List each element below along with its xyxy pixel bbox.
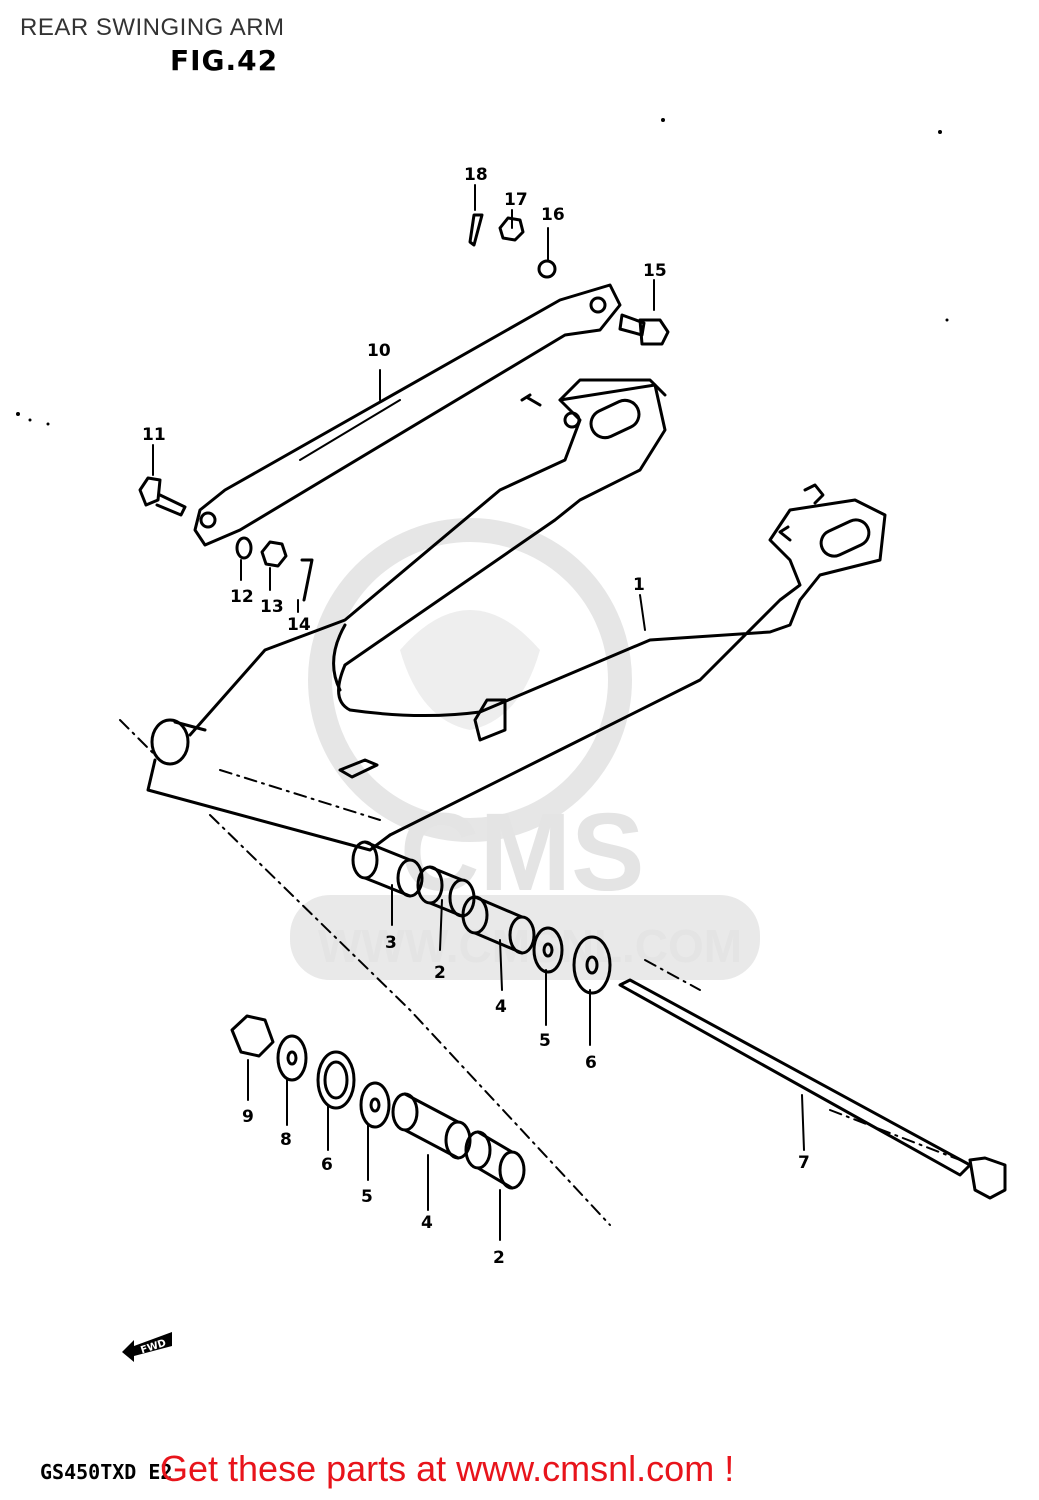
callout-labels: 1 2 2 3 4 4 5 5 6 6 7 8 9 10 11 12 13 14…: [142, 165, 810, 1268]
cotter-pin-14: [300, 558, 314, 602]
model-code: GS450TXD E2: [40, 1460, 173, 1484]
callout-3: 3: [385, 933, 397, 953]
washer-5-upper: [532, 926, 564, 974]
washer-8: [276, 1034, 308, 1082]
watermark-url-pill: [290, 895, 760, 980]
leader-lines: [152, 184, 805, 1241]
page-title: REAR SWINGING ARM: [20, 14, 285, 41]
callout-17: 17: [504, 190, 528, 210]
washer-6-upper: [572, 935, 612, 995]
callout-9: 9: [242, 1107, 254, 1127]
callout-5-upper: 5: [539, 1031, 551, 1051]
callout-1: 1: [633, 575, 645, 595]
torque-arm: [193, 283, 622, 547]
fwd-arrow-icon: FWD: [122, 1332, 172, 1362]
nut-13: [260, 540, 288, 568]
callout-7: 7: [798, 1153, 810, 1173]
spacer-3: [351, 840, 424, 898]
bolt-15: [618, 313, 670, 346]
nut-17: [498, 216, 525, 242]
callout-2-lower: 2: [493, 1248, 505, 1268]
callout-5-lower: 5: [361, 1187, 373, 1207]
callout-12: 12: [230, 587, 254, 607]
scan-specks: [16, 118, 949, 426]
nut-9: [230, 1014, 275, 1058]
callout-15: 15: [643, 261, 667, 281]
sleeve-4-lower: [391, 1092, 472, 1160]
callout-4-upper: 4: [495, 997, 507, 1017]
callout-8: 8: [280, 1130, 292, 1150]
callout-13: 13: [260, 597, 284, 617]
fwd-arrow: FWD: [118, 1318, 178, 1367]
washer-5-lower: [359, 1081, 391, 1129]
callout-14: 14: [287, 615, 311, 635]
sleeve-4-upper: [461, 895, 536, 955]
washer-16: [537, 259, 557, 279]
fwd-label: FWD: [139, 1338, 167, 1357]
watermark-logo-ring: [308, 518, 632, 842]
callout-4-lower: 4: [421, 1213, 433, 1233]
bolt-11: [138, 476, 187, 517]
bearing-2-lower: [464, 1130, 526, 1190]
watermark: CMS WWW.CMSNL.COM: [290, 518, 760, 980]
cta-link[interactable]: Get these parts at www.cmsnl.com !: [160, 1448, 735, 1489]
washer-12: [235, 536, 253, 560]
watermark-brand: CMS: [400, 791, 644, 914]
pivot-axle-7: [618, 978, 1007, 1200]
callout-18: 18: [464, 165, 488, 185]
assembly-lines: [119, 719, 961, 1226]
callout-2-upper: 2: [434, 963, 446, 983]
callout-11: 11: [142, 425, 166, 445]
callout-16: 16: [541, 205, 565, 225]
callout-6-lower: 6: [321, 1155, 333, 1175]
swing-arm: [146, 378, 887, 852]
callout-6-upper: 6: [585, 1053, 597, 1073]
cotter-pin-18: [468, 213, 484, 247]
figure-number: FIG.42: [170, 44, 279, 77]
washer-6-lower: [316, 1050, 356, 1110]
callout-10: 10: [367, 341, 391, 361]
